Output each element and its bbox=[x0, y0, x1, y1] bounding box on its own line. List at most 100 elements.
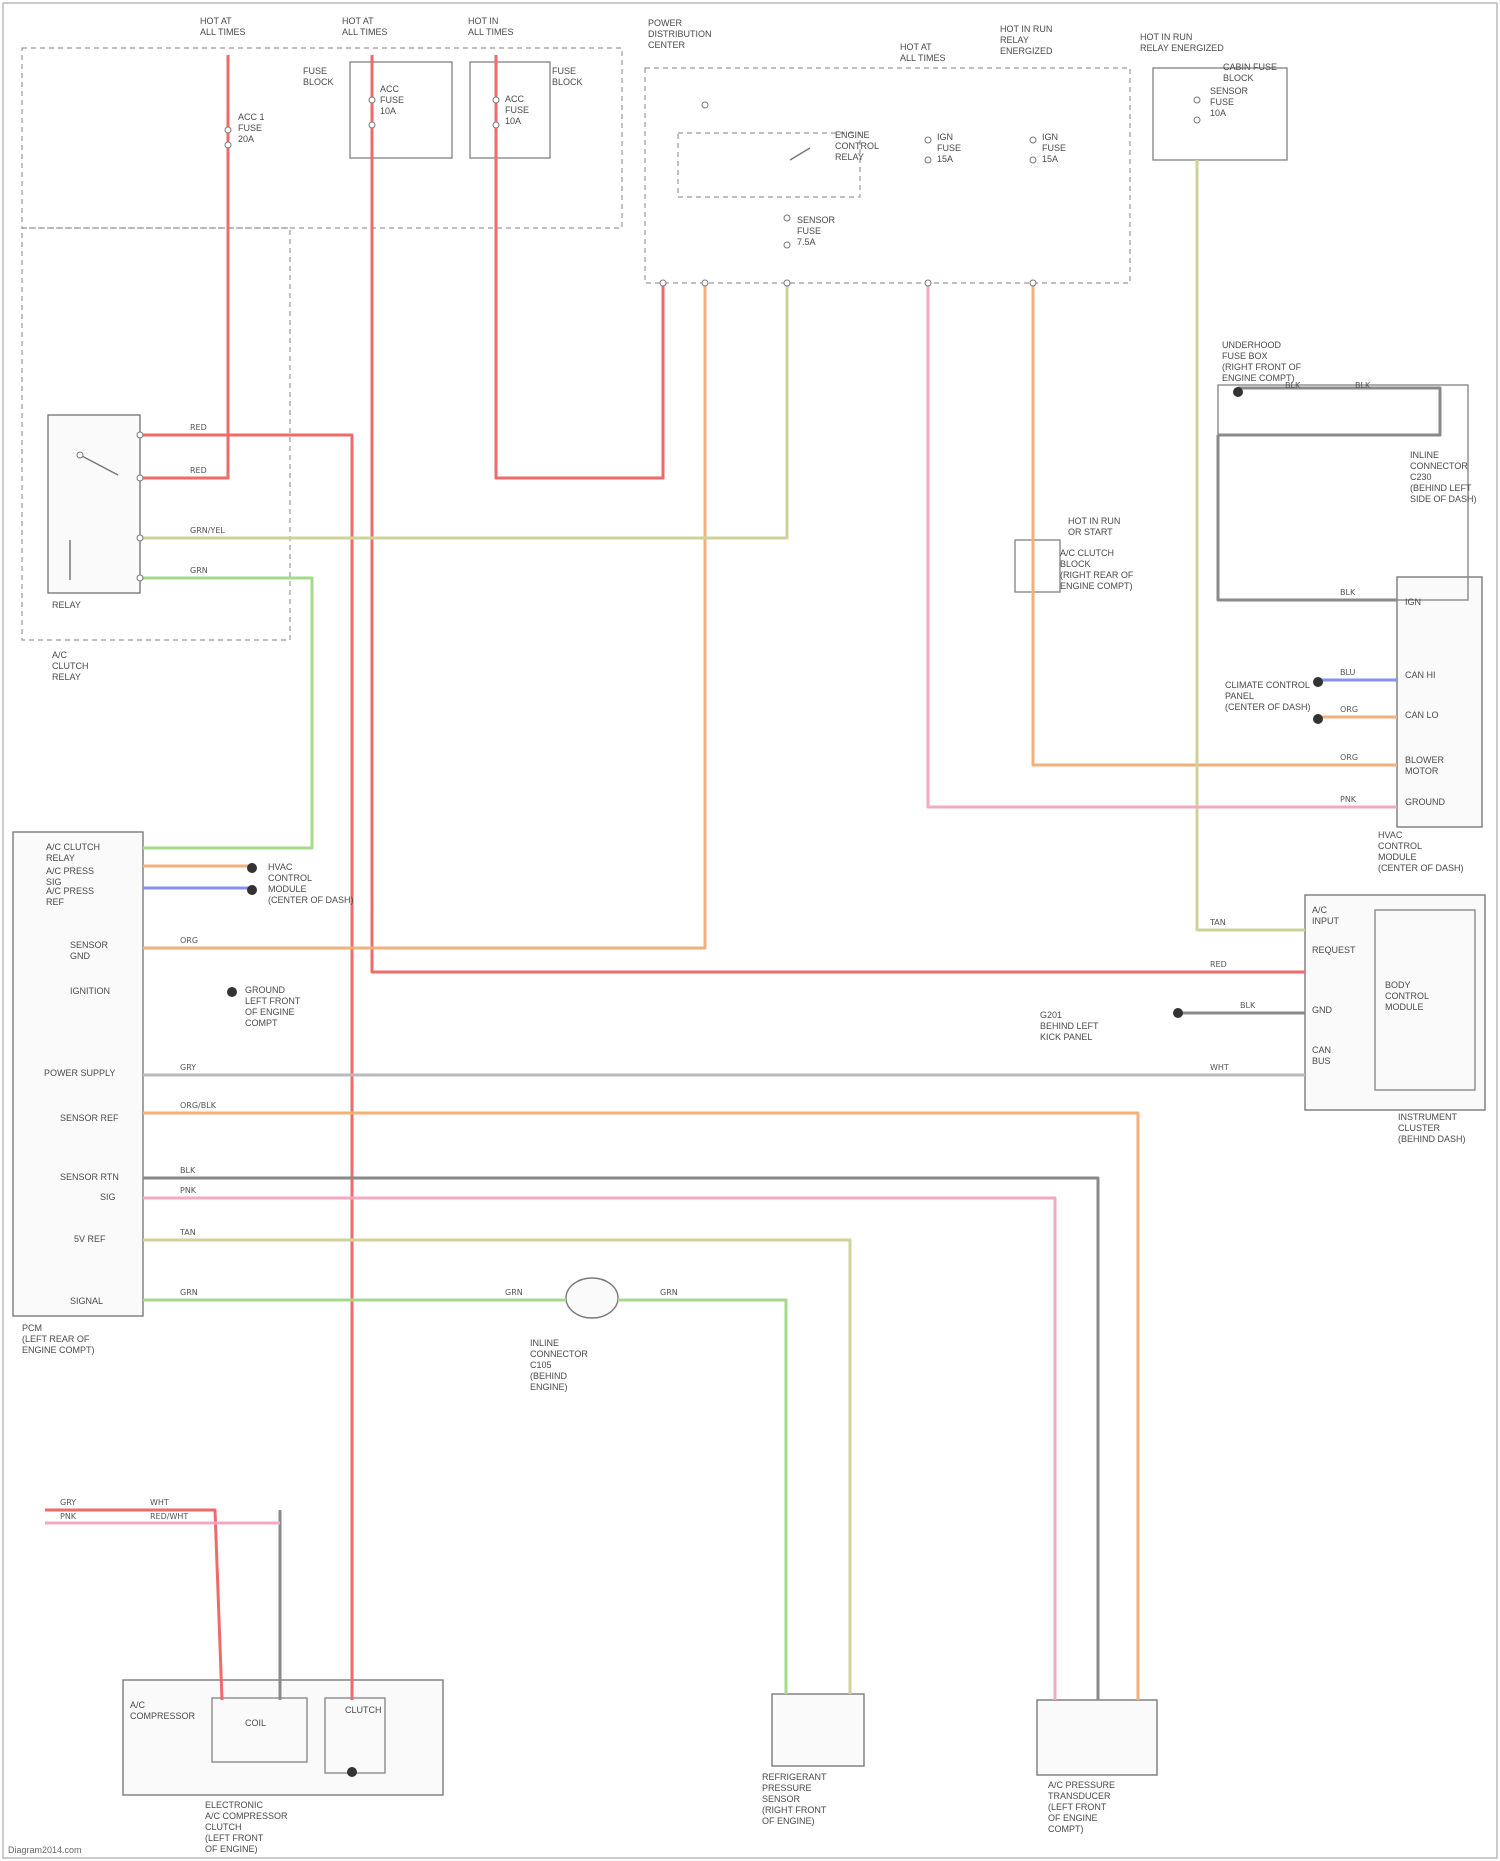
label-hot-relay: HOT IN RUN RELAY ENERGIZED bbox=[1140, 32, 1224, 54]
label-inline-c230: INLINE CONNECTOR C230 (BEHIND LEFT SIDE … bbox=[1410, 450, 1477, 505]
wire-label: PNK bbox=[180, 1186, 197, 1195]
wire-black-hvac-loop bbox=[1218, 435, 1397, 600]
label-underhood-fuse: UNDERHOOD FUSE BOX (RIGHT FRONT OF ENGIN… bbox=[1222, 340, 1301, 384]
wire-red-fuse2-to-bcm bbox=[372, 55, 1305, 972]
label-pcm-pin-2: A/C PRESS SIG bbox=[46, 866, 94, 888]
label-hot-run-relay: HOT IN RUN RELAY ENERGIZED bbox=[1000, 24, 1053, 57]
wire-yellow-green-relay bbox=[140, 285, 787, 538]
label-pcm-pin-6: POWER SUPPLY bbox=[44, 1068, 115, 1079]
wire-label: ORG/BLK bbox=[180, 1101, 217, 1110]
underhood-fuse-box bbox=[645, 68, 1130, 283]
compressor-assembly bbox=[123, 1680, 443, 1795]
ground-dot-pcm bbox=[227, 987, 237, 997]
splice-dot-1 bbox=[247, 863, 257, 873]
wire-label: GRN/YEL bbox=[190, 526, 225, 535]
wire-label: BLK bbox=[1340, 588, 1356, 597]
wire-label: BLK bbox=[1355, 381, 1371, 390]
wire-label: ORG bbox=[180, 936, 198, 945]
label-ground-g201: G201 BEHIND LEFT KICK PANEL bbox=[1040, 1010, 1099, 1043]
label-hot-4: HOT AT ALL TIMES bbox=[900, 42, 946, 64]
ac-clutch-relay bbox=[48, 415, 140, 593]
label-hot-2: HOT AT ALL TIMES bbox=[342, 16, 388, 38]
label-pressure-sensor: REFRIGERANT PRESSURE SENSOR (RIGHT FRONT… bbox=[762, 1772, 827, 1827]
label-ac-clutch-relay: A/C CLUTCH RELAY bbox=[52, 650, 89, 683]
label-clutch-sub: CLUTCH bbox=[345, 1705, 382, 1716]
label-hvac-pin-3: CAN LO bbox=[1405, 710, 1439, 721]
pin-markers bbox=[137, 97, 1200, 581]
wire-green-relay-to-pcm bbox=[140, 578, 312, 848]
label-hvac-pin-4: BLOWER MOTOR bbox=[1405, 755, 1444, 777]
splice-dot-3 bbox=[1313, 677, 1323, 687]
splice-dot-2 bbox=[247, 885, 257, 895]
label-bcm-pin-2: REQUEST bbox=[1312, 945, 1356, 956]
wire-gray-pcm-to-transducer bbox=[143, 1178, 1098, 1700]
wire-label: GRN bbox=[180, 1288, 198, 1297]
label-pcm-pin-11: SIGNAL bbox=[70, 1296, 103, 1307]
wire-label: ORG bbox=[1340, 705, 1358, 714]
label-relay-coil: ENGINE CONTROL RELAY bbox=[835, 130, 879, 163]
relay-switch-symbol-2 bbox=[790, 148, 810, 160]
ground-dot-bcm bbox=[1173, 1008, 1183, 1018]
label-hot-in-run-start: HOT IN RUN OR START bbox=[1068, 516, 1120, 538]
label-pcm-pin-4: SENSOR GND bbox=[70, 940, 108, 962]
wire-tan-cabin-to-bcm bbox=[1197, 160, 1305, 930]
pressure-transducer bbox=[1037, 1700, 1157, 1775]
label-body-control: BODY CONTROL MODULE bbox=[1385, 980, 1429, 1013]
wire-orange-pcm-to-transducer bbox=[143, 1113, 1138, 1700]
label-fuse-20a: ACC 1 FUSE 20A bbox=[238, 112, 265, 145]
label-pcm-pin-3: A/C PRESS REF bbox=[46, 886, 94, 908]
wire-label: RED bbox=[1210, 960, 1227, 969]
wire-label: WHT bbox=[1210, 1063, 1229, 1072]
label-hvac-control-left: HVAC CONTROL MODULE (CENTER OF DASH) bbox=[268, 862, 354, 906]
label-fuse-box-left: FUSE BLOCK bbox=[303, 66, 334, 88]
label-pcm-pin-7: SENSOR REF bbox=[60, 1113, 119, 1124]
wire-label: BLK bbox=[180, 1166, 196, 1175]
wire-label: TAN bbox=[179, 1228, 196, 1237]
label-fuse-box-right: FUSE BLOCK bbox=[552, 66, 583, 88]
label-hot-1: HOT AT ALL TIMES bbox=[200, 16, 246, 38]
label-pcm-fuse-area: A/C CLUTCH BLOCK (RIGHT REAR OF ENGINE C… bbox=[1060, 548, 1133, 592]
wire-label: ORG bbox=[1340, 753, 1358, 762]
wire-label: PNK bbox=[60, 1512, 77, 1521]
label-pcm-pin-1: A/C CLUTCH RELAY bbox=[46, 842, 100, 864]
label-climate-ctrl: CLIMATE CONTROL PANEL (CENTER OF DASH) bbox=[1225, 680, 1311, 713]
label-pcm-pin-8: SENSOR RTN bbox=[60, 1172, 119, 1183]
label-pcm-pin-9: SIG bbox=[100, 1192, 116, 1203]
wire-label: GRY bbox=[180, 1063, 196, 1072]
relay-dashed-box bbox=[678, 133, 860, 197]
label-hot-3: HOT IN ALL TIMES bbox=[468, 16, 514, 38]
hvac-control-module bbox=[1397, 577, 1482, 827]
label-instrument: INSTRUMENT CLUSTER (BEHIND DASH) bbox=[1398, 1112, 1466, 1145]
wire-red-fuse-to-relay bbox=[140, 55, 228, 478]
label-hvac-control: HVAC CONTROL MODULE (CENTER OF DASH) bbox=[1378, 830, 1464, 874]
label-fuse-10a-2: ACC FUSE 10A bbox=[505, 94, 529, 127]
inline-connector-c105 bbox=[566, 1278, 618, 1318]
label-compressor: ELECTRONIC A/C COMPRESSOR CLUTCH (LEFT F… bbox=[205, 1800, 288, 1855]
label-ac-pressure-sw: A/C PRESSURE TRANSDUCER (LEFT FRONT OF E… bbox=[1048, 1780, 1115, 1835]
label-hvac-pin-5: GROUND bbox=[1405, 797, 1445, 808]
label-hvac-pin-1: IGN bbox=[1405, 597, 1421, 608]
wire-black-cabin-top bbox=[1218, 388, 1440, 435]
pressure-sensor bbox=[772, 1694, 864, 1766]
wire-label: WHT bbox=[150, 1498, 169, 1507]
splice-dot-4 bbox=[1313, 714, 1323, 724]
wire-label: GRN bbox=[190, 566, 208, 575]
wire-red-short-1 bbox=[45, 1510, 222, 1700]
wire-green-c105-to-sensor bbox=[618, 1300, 786, 1694]
wire-label: RED bbox=[190, 466, 207, 475]
label-fuse-15a-1: IGN FUSE 15A bbox=[937, 132, 961, 165]
label-fuse-15a-2: IGN FUSE 15A bbox=[1042, 132, 1066, 165]
wire-label: RED/WHT bbox=[150, 1512, 188, 1521]
wire-pink-fuse-to-hvac bbox=[928, 285, 1397, 807]
wire-label: PNK bbox=[1340, 795, 1357, 804]
label-pcm-pin-10: 5V REF bbox=[74, 1234, 106, 1245]
label-relay: RELAY bbox=[52, 600, 81, 611]
ground-dot-compressor bbox=[347, 1767, 357, 1777]
label-fuse-7-5a: SENSOR FUSE 7.5A bbox=[797, 215, 835, 248]
wire-label: GRN bbox=[505, 1288, 523, 1297]
label-pcm-pin-5: IGNITION bbox=[70, 986, 110, 997]
label-bcm-pin-3: GND bbox=[1312, 1005, 1332, 1016]
label-fuse-10a-1: ACC FUSE 10A bbox=[380, 84, 404, 117]
label-compressor-sub: A/C COMPRESSOR bbox=[130, 1700, 195, 1722]
